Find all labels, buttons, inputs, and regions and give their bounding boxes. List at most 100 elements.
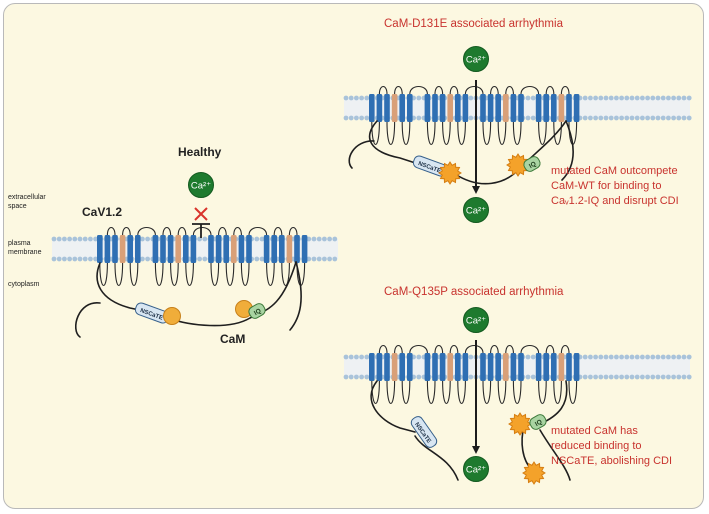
intracellular-loop [426,121,436,145]
calcium-ion-label: Ca²⁺ [466,206,486,217]
transmembrane-helix [238,235,245,263]
transmembrane-helix [215,235,222,263]
intracellular-loop [442,121,451,145]
transmembrane-helix [294,235,300,263]
intracellular-loop [538,380,547,404]
extracellular-loop [192,226,212,236]
intracellular-loop [281,262,290,286]
transmembrane-helix [190,235,197,263]
n-terminus-end [348,140,375,169]
transmembrane-helix [518,94,524,122]
channel-name: CaV1.2 [82,205,123,219]
extracellular-loop [434,344,444,354]
iq-label: IQ [528,161,537,170]
transmembrane-helix [391,353,398,381]
extracellular-loop [137,226,156,236]
extracellular-loop [288,226,298,236]
intracellular-loop [568,380,578,404]
n-terminus-tail [96,262,169,317]
extracellular-loop [434,85,444,95]
n-terminus-end [75,302,101,338]
extracellular-loop [490,344,499,354]
transmembrane-helix [558,94,565,122]
transmembrane-helix [391,94,398,122]
extracellular-loop [177,226,187,236]
q135p-note-line: NSCaTE, abolishing CDI [551,454,673,467]
transmembrane-helix [543,94,549,122]
transmembrane-helix [535,353,542,381]
calcium-ion: Ca²⁺ [463,46,489,72]
transmembrane-helix [127,235,133,263]
intracellular-loop [497,380,507,404]
transmembrane-helix [424,94,431,122]
extracellular-loop [233,226,242,236]
intracellular-loop [386,380,396,404]
intracellular-loop [114,262,124,286]
transmembrane-helix [543,353,549,381]
c-terminus-tail [167,261,297,327]
transmembrane-helix [455,353,461,381]
transmembrane-helix [119,235,126,263]
c-terminus-end [289,261,302,331]
transmembrane-helix [503,353,509,381]
intracellular-loop [225,262,235,286]
transmembrane-helix [510,353,517,381]
q135p-note-line: mutated CaM has [551,425,638,437]
extracellular-loop [106,226,116,236]
transmembrane-helix [432,94,438,122]
transmembrane-helix [407,94,413,122]
transmembrane-helix [573,353,580,381]
transmembrane-helix [384,353,390,381]
intracellular-loop [185,262,194,286]
transmembrane-helix [97,235,103,263]
calcium-ion-label: Ca²⁺ [466,465,486,476]
transmembrane-helix [407,353,413,381]
intracellular-loop [482,121,492,145]
intracellular-loop [401,121,411,145]
transmembrane-helix [246,235,252,263]
transmembrane-helix [135,235,141,263]
calcium-ion: Ca²⁺ [463,197,489,223]
block-x-icon [194,207,208,221]
transmembrane-helix [223,235,229,263]
extracellular-loop [464,344,484,354]
intracellular-loop [210,262,220,286]
transmembrane-helix [566,353,572,381]
transmembrane-helix [208,235,214,263]
extracellular-loop [505,344,514,354]
transmembrane-helix [487,353,494,381]
transmembrane-helix [447,353,453,381]
intracellular-loop [482,380,492,404]
intracellular-loop [154,262,164,286]
intracellular-loop [457,121,466,145]
transmembrane-helix [271,235,277,263]
extracellular-loop [520,344,540,354]
q135p-title: CaM-Q135P associated arrhythmia [384,286,564,298]
calcium-ion: Ca²⁺ [188,172,214,198]
q135p-note: mutated CaM has reduced binding to NSCaT… [551,424,672,469]
d131e-note: mutated CaM outcompete CaM-WT for bindin… [551,164,679,209]
d131e-note-line: CaM-WT for binding to [551,179,662,192]
transmembrane-helix [263,235,270,263]
calcium-ion: Ca²⁺ [463,307,489,333]
extracellular-loop [394,85,403,95]
extracellular-loop [545,344,555,354]
transmembrane-helix [175,235,181,263]
transmembrane-helix [566,94,572,122]
iq-tag: IQ [529,414,547,430]
mutant-cam [506,153,530,177]
transmembrane-helix [518,353,524,381]
extracellular-loop [560,85,570,95]
intracellular-loop [129,262,139,286]
extracellular-loop [162,226,172,236]
mutant-cam [522,461,546,485]
transmembrane-helix [439,353,446,381]
transmembrane-helix [376,353,383,381]
transmembrane-helix [112,235,118,263]
extracellular-loop [505,85,514,95]
transmembrane-helix [462,94,469,122]
transmembrane-helix [551,94,557,122]
plasma-membrane-label: plasma membrane [8,240,42,256]
